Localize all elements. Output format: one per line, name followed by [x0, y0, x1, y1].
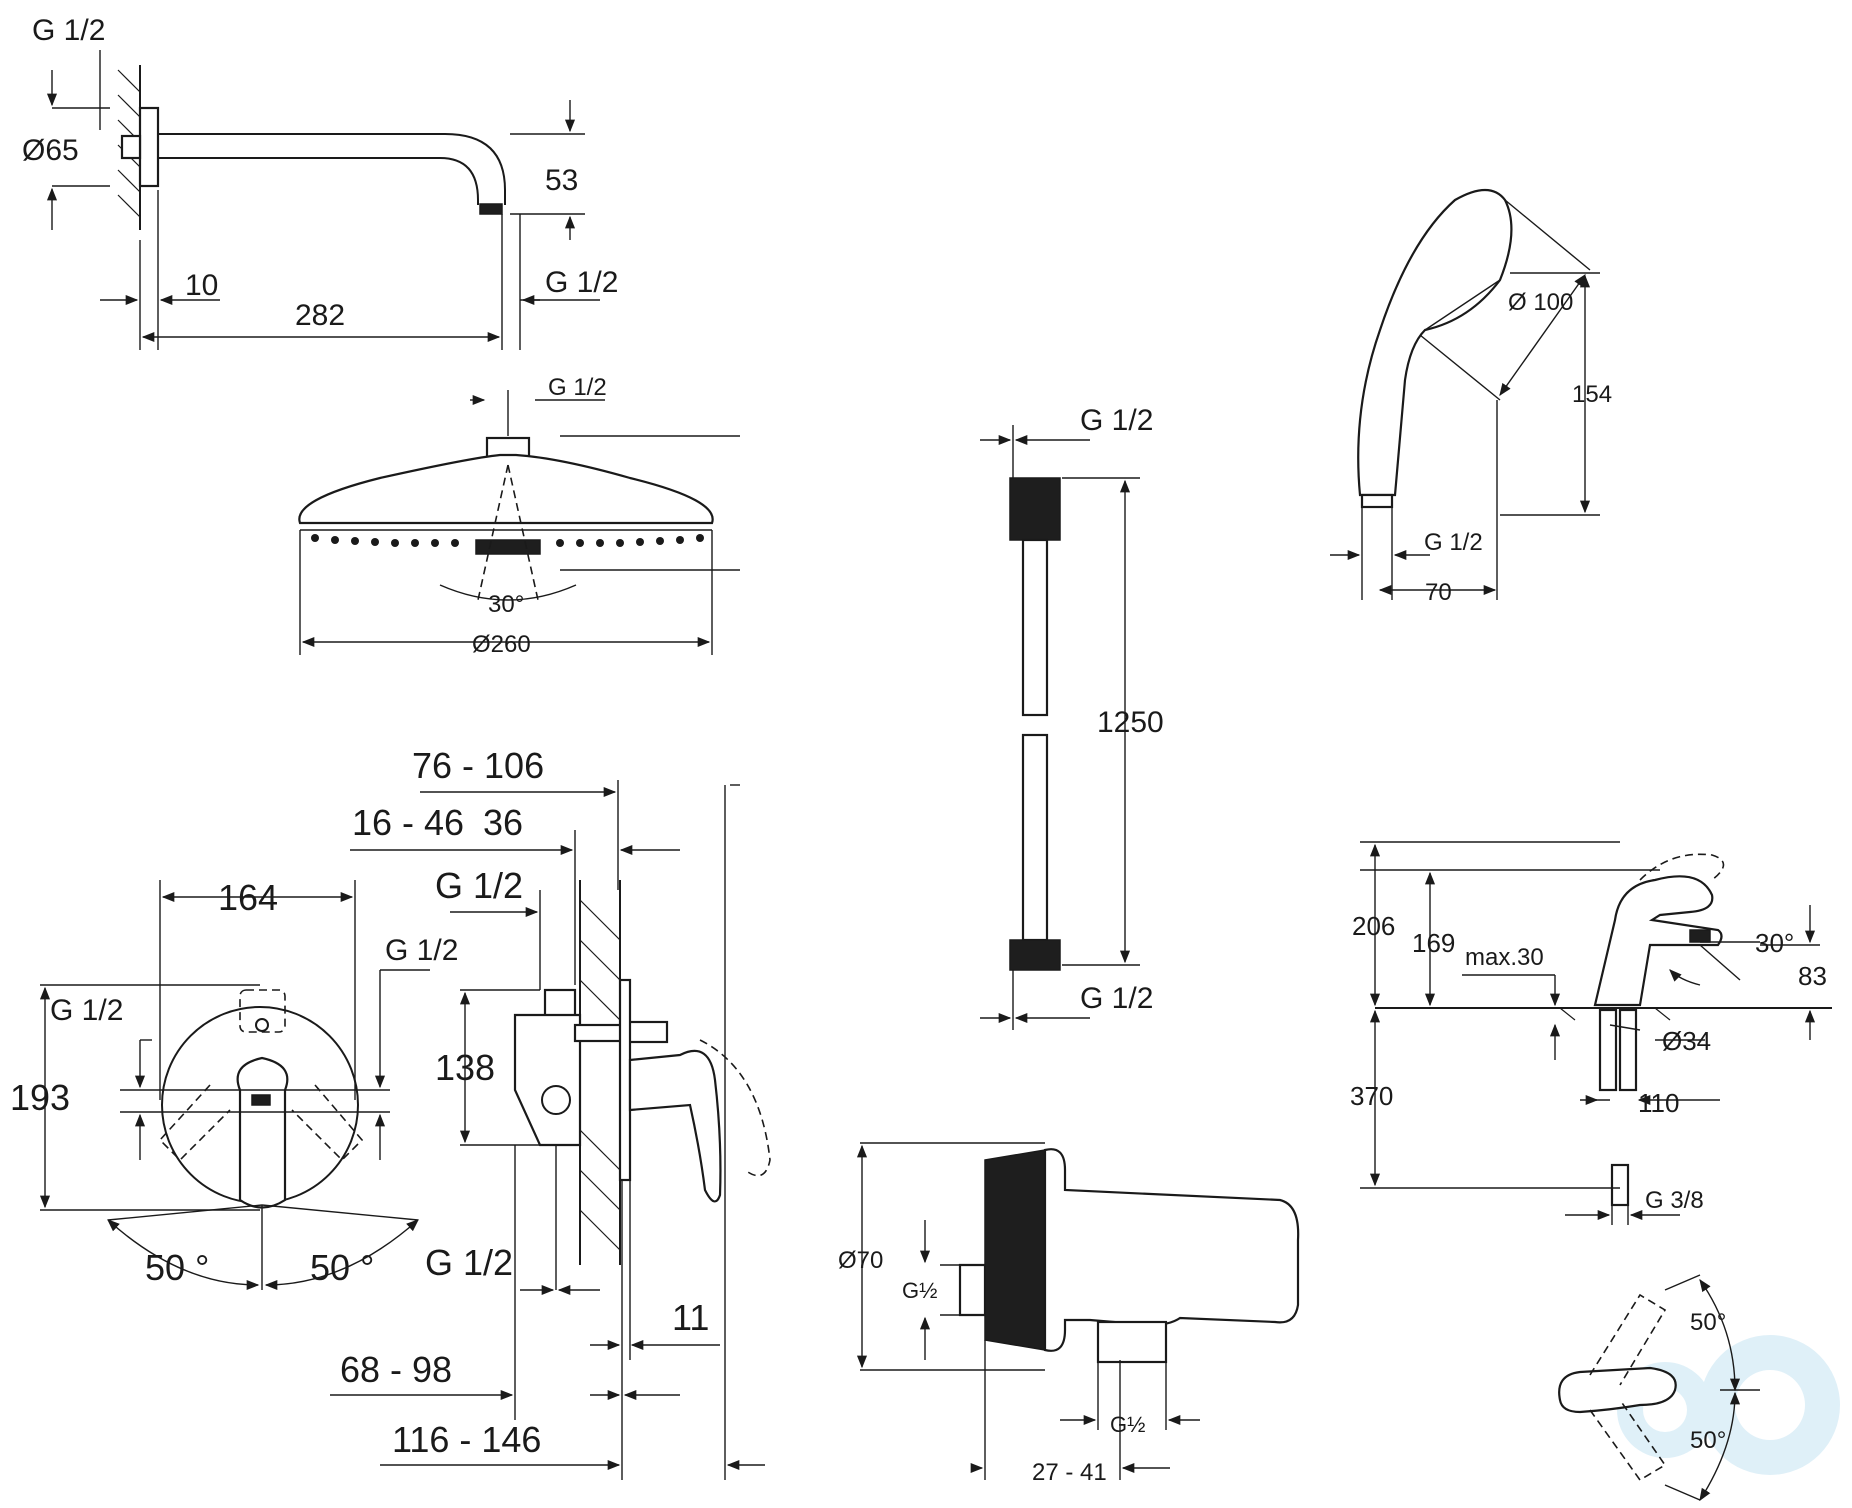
arm-rose-dia-label: Ø65 [22, 134, 79, 167]
mixer-depth-11-label: 11 [672, 1297, 709, 1338]
mixer-depth-range-1-label: 76 - 106 [412, 745, 544, 786]
mixer-range-68-98-label: 68 - 98 [340, 1349, 452, 1390]
tap-reach-label: 110 [1638, 1088, 1679, 1118]
tap-height-169-label: 169 [1412, 928, 1455, 958]
arm-thread-end-label: G 1/2 [545, 266, 618, 299]
mixer-thread-4-label: G 1/2 [425, 1242, 513, 1283]
mixer-height-138-label: 138 [435, 1047, 495, 1088]
mixer-depth-36-label: 36 [483, 802, 523, 843]
hand-length-label: 154 [1572, 381, 1612, 408]
outlet-diameter-label: Ø70 [838, 1247, 883, 1274]
mixer-angle-left-label: 50 ° [145, 1247, 209, 1288]
hose-length-label: 1250 [1097, 706, 1164, 739]
outlet-range-label: 27 - 41 [1032, 1459, 1107, 1486]
hand-width-label: 70 [1425, 579, 1452, 606]
hand-thread-label: G 1/2 [1424, 529, 1483, 556]
tap-spout-height-label: 83 [1798, 961, 1827, 991]
mixer-thread-2-label: G 1/2 [385, 934, 458, 967]
mixer-angle-right-label: 50 ° [310, 1247, 374, 1288]
mixer-range-116-146-label: 116 - 146 [392, 1419, 541, 1460]
wall-outlet-drawing [856, 1142, 1300, 1480]
mixer-width-label: 164 [218, 877, 278, 918]
lever-rotation-drawing [1558, 1274, 1760, 1502]
mixer-depth-range-2-label: 16 - 46 [352, 802, 464, 843]
head-shower-drawing [298, 390, 740, 655]
tap-max-deck-label: max.30 [1465, 944, 1544, 971]
tap-hole-dia-label: Ø34 [1662, 1026, 1711, 1056]
tap-spout-angle-label: 30° [1755, 928, 1794, 958]
tap-height-206-label: 206 [1352, 911, 1395, 941]
arm-drop-label: 53 [545, 164, 578, 197]
basin-tap-drawing [1360, 841, 1832, 1225]
mixer-height-193-label: 193 [10, 1077, 70, 1118]
lever-angle-bottom-label: 50° [1690, 1427, 1726, 1454]
head-tilt-label: 30° [488, 591, 524, 618]
head-thread-label: G 1/2 [548, 374, 607, 401]
head-diameter-label: Ø260 [472, 631, 531, 658]
hose-thread-bottom-label: G 1/2 [1080, 982, 1153, 1015]
tap-thread-label: G 3/8 [1645, 1187, 1704, 1214]
hand-shower-drawing [1330, 188, 1600, 600]
tap-hose-length-label: 370 [1350, 1081, 1393, 1111]
hose-thread-top-label: G 1/2 [1080, 404, 1153, 437]
hose-drawing [980, 425, 1140, 1030]
hand-diameter-label: Ø 100 [1508, 289, 1573, 316]
arm-rose-depth-label: 10 [185, 269, 218, 302]
mixer-side-drawing [330, 780, 771, 1480]
outlet-thread-inlet-label: G½ [902, 1278, 937, 1303]
outlet-thread-outlet-label: G½ [1110, 1412, 1145, 1437]
arm-thread-top-label: G 1/2 [32, 14, 105, 47]
shower-arm-drawing [46, 50, 600, 350]
lever-angle-top-label: 50° [1690, 1309, 1726, 1336]
mixer-front-drawing [39, 880, 430, 1291]
arm-length-label: 282 [295, 299, 345, 332]
mixer-thread-1-label: G 1/2 [50, 994, 123, 1027]
mixer-thread-3-label: G 1/2 [435, 865, 523, 906]
